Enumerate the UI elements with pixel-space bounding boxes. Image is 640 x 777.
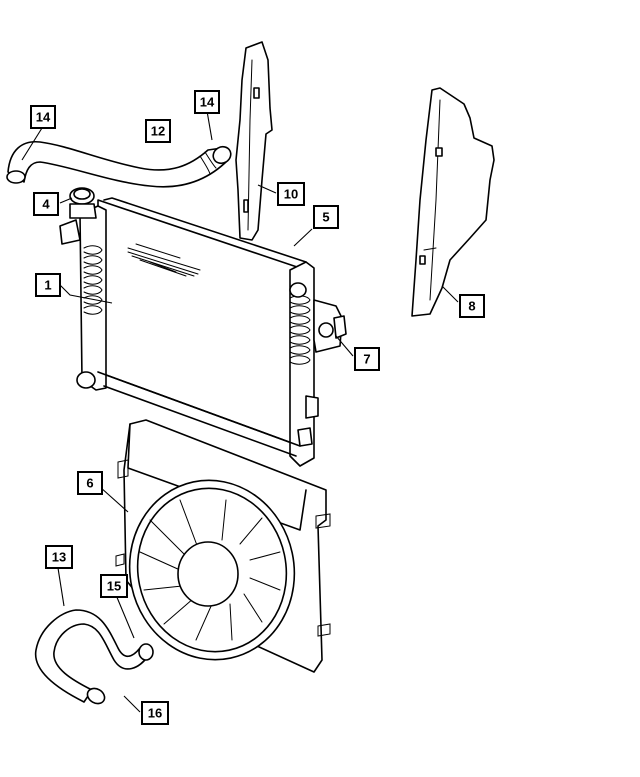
callout-15: 15: [100, 574, 128, 598]
left-side-air-seal: [235, 41, 273, 241]
leader-lines: [21, 110, 459, 713]
callout-16: 16: [141, 701, 169, 725]
callout-label: 14: [36, 110, 51, 125]
callout-label: 8: [468, 299, 475, 314]
callout-12: 12: [145, 119, 171, 143]
callout-14-right: 14: [194, 90, 220, 114]
transmission-oil-cooler: [313, 299, 347, 353]
callout-label: 10: [284, 187, 298, 202]
callout-label: 15: [107, 579, 121, 594]
radiator-cap: [59, 187, 97, 245]
callout-8: 8: [459, 294, 485, 318]
callout-4: 4: [33, 192, 59, 216]
callout-label: 1: [44, 278, 51, 293]
callout-label: 4: [42, 197, 50, 212]
callout-label: 7: [363, 352, 370, 367]
callout-5: 5: [313, 205, 339, 229]
callout-14-left: 14: [30, 105, 56, 129]
callout-label: 13: [52, 550, 66, 565]
right-side-air-seal: [411, 87, 495, 317]
callout-label: 6: [86, 476, 93, 491]
callout-7: 7: [354, 347, 380, 371]
callout-10: 10: [277, 182, 305, 206]
fan-shroud: [115, 419, 331, 673]
upper-radiator-hose: [6, 141, 232, 188]
callout-label: 12: [151, 124, 165, 139]
lower-radiator-hose: [34, 609, 154, 705]
callout-label: 16: [148, 706, 162, 721]
callout-1: 1: [35, 273, 61, 297]
callout-13: 13: [45, 545, 73, 569]
callout-label: 14: [200, 95, 215, 110]
callout-6: 6: [77, 471, 103, 495]
radiator: [76, 197, 319, 467]
callout-label: 5: [322, 210, 329, 225]
